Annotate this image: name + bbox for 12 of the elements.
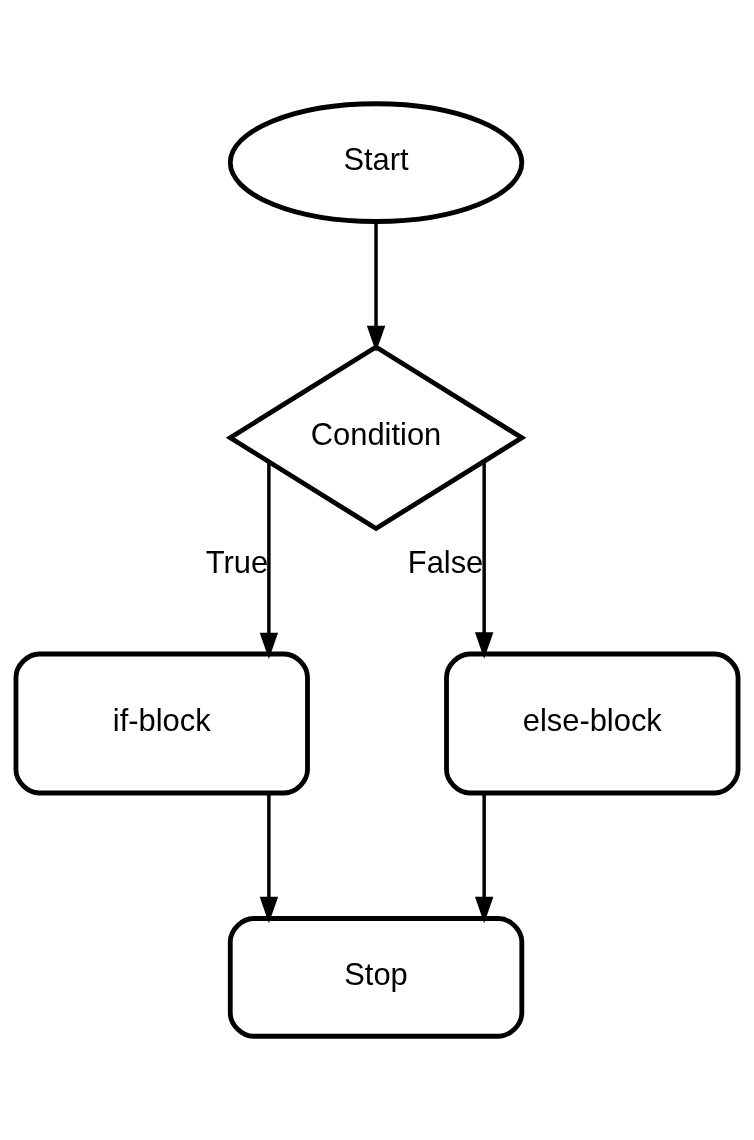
arrow: [474, 793, 494, 924]
edge-label: False: [407, 544, 484, 580]
arrow: [366, 221, 386, 353]
arrow: [259, 793, 279, 924]
node-diamond: Condition: [225, 344, 527, 532]
edge-label: True: [205, 544, 269, 580]
node-box: if-block: [13, 651, 310, 796]
node-box: else-block: [444, 651, 741, 796]
arrow: [259, 462, 279, 659]
node-box: Stop: [227, 916, 525, 1039]
node-ellipse: Start: [227, 101, 525, 224]
arrow: [474, 461, 494, 659]
